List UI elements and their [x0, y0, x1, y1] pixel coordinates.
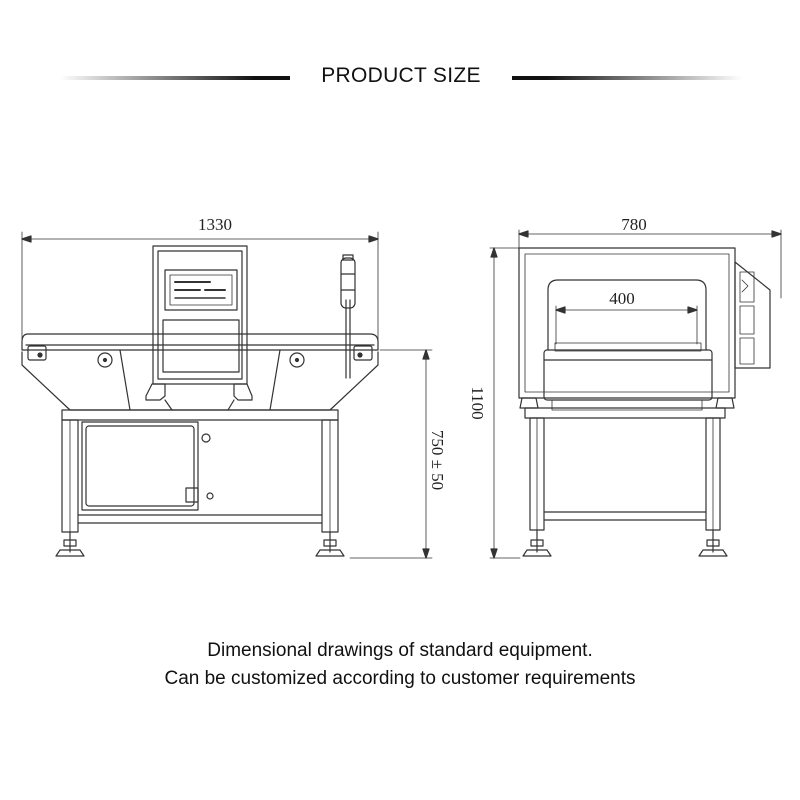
total-height-label: 1100: [468, 386, 487, 419]
caption-line-2: Can be customized according to customer …: [164, 668, 636, 689]
header-rule-right: [512, 76, 742, 80]
page-title: PRODUCT SIZE: [321, 64, 481, 87]
side-width-label: 780: [621, 215, 647, 234]
front-width-label: 1330: [198, 215, 232, 234]
caption-line-1: Dimensional drawings of standard equipme…: [207, 640, 593, 661]
conveyor-height-label: 750 ± 50: [428, 430, 447, 490]
side-view: [489, 229, 782, 559]
front-view: [21, 231, 433, 559]
header-rule-left: [60, 76, 290, 80]
aperture-width-label: 400: [609, 289, 635, 308]
